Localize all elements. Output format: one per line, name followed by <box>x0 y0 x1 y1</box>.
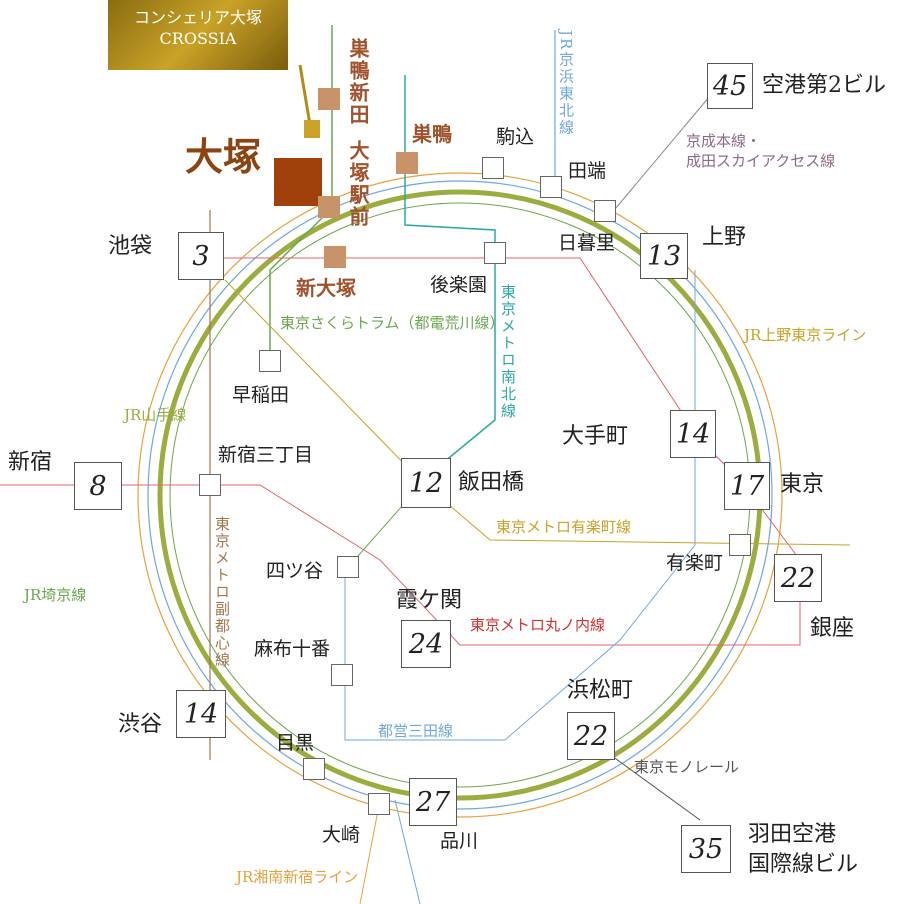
station-shinjuku3: 新宿三丁目 <box>218 444 314 466</box>
station-ginza: 銀座 <box>810 616 855 641</box>
station-kuko2: 空港第2ビル <box>762 73 886 98</box>
minutes-iidabashi: 12 <box>401 458 451 508</box>
station-ikebukuro: 池袋 <box>108 234 153 259</box>
minutes-shibuya: 14 <box>176 690 226 738</box>
keihin-ring <box>147 180 773 810</box>
station-nippori: 日暮里 <box>558 232 616 254</box>
line-yurakucho: 東京メトロ有楽町線 <box>496 518 632 536</box>
minutes-tokyo: 17 <box>724 462 770 510</box>
mita-line <box>344 270 696 741</box>
minutes-ueno: 13 <box>640 233 688 279</box>
sakura-tram-line <box>269 25 333 360</box>
otsuka-marker <box>274 158 322 206</box>
line-keisei: 京成本線・ <box>686 132 762 150</box>
station-shinjuku: 新宿 <box>8 450 53 475</box>
minutes-kuko2: 45 <box>707 63 753 109</box>
line-skyaccess: 成田スカイアクセス線 <box>686 152 836 170</box>
property-badge: コンシェリア大塚 CROSSIA <box>108 0 288 70</box>
osaki-marker <box>368 793 390 815</box>
meguro-marker <box>303 758 325 780</box>
station-sugamo: 巣鴨 <box>412 122 452 146</box>
korakuen-marker <box>484 242 506 264</box>
line-mita: 都営三田線 <box>378 722 454 740</box>
shinjuku3-marker <box>199 474 221 496</box>
waseda-marker <box>259 350 281 372</box>
station-shin-otsuka: 新大塚 <box>296 276 356 300</box>
minutes-haneda: 35 <box>681 825 731 873</box>
badge-name: コンシェリア大塚 <box>133 8 262 27</box>
sugamo-marker <box>396 152 418 174</box>
marunouchi-line <box>0 257 801 646</box>
minutes-kasumigaseki: 24 <box>401 620 451 668</box>
badge-subname: CROSSIA <box>159 28 237 48</box>
minutes-hamamatsucho: 22 <box>567 712 615 760</box>
minutes-shinagawa: 27 <box>409 778 457 826</box>
azabu-marker <box>331 664 353 686</box>
line-fukutoshin: 東京メトロ副都心線 <box>213 516 231 669</box>
sugamo-shinden-marker <box>318 88 340 110</box>
station-otsuka: 大塚 <box>185 134 262 179</box>
ueno-tokyo-ring <box>137 172 783 818</box>
station-iidabashi: 飯田橋 <box>458 470 525 495</box>
line-saikyo: JR埼京線 <box>24 586 87 604</box>
yurakucho-marker <box>729 534 751 556</box>
line-namboku: 東京メトロ南北線 <box>499 284 517 420</box>
line-monorail: 東京モノレール <box>634 758 740 776</box>
tabata-marker <box>540 176 562 198</box>
line-sakura-tram: 東京さくらトラム（都電荒川線） <box>280 314 505 332</box>
station-shibuya: 渋谷 <box>118 712 163 737</box>
property-marker <box>304 120 320 138</box>
keisei-line <box>609 89 716 216</box>
line-yamanote: JR山手線 <box>124 406 187 424</box>
minutes-otemachi: 14 <box>670 410 716 458</box>
station-tabata: 田端 <box>568 160 607 182</box>
station-waseda: 早稲田 <box>232 384 290 406</box>
station-otemachi: 大手町 <box>562 424 629 449</box>
station-tokyo: 東京 <box>780 472 825 497</box>
shonan-line <box>359 799 381 904</box>
station-yotsuya: 四ツ谷 <box>266 560 324 582</box>
station-hamamatsucho: 浜松町 <box>567 678 634 703</box>
minutes-shinjuku: 8 <box>74 462 122 510</box>
line-jr-ueno-tokyo: JR上野東京ライン <box>744 326 867 344</box>
station-osaki: 大崎 <box>322 824 361 846</box>
station-haneda-2: 国際線ビル <box>748 852 859 877</box>
station-korakuen: 後楽園 <box>430 274 488 296</box>
minutes-ikebukuro: 3 <box>178 232 224 280</box>
minutes-ginza: 22 <box>774 554 822 602</box>
station-haneda-1: 羽田空港 <box>748 822 837 847</box>
otsuka-ekimae-marker <box>318 196 340 218</box>
station-yurakucho: 有楽町 <box>666 552 724 574</box>
nippori-marker <box>594 200 616 222</box>
station-azabu: 麻布十番 <box>254 638 331 660</box>
line-shonan: JR湘南新宿ライン <box>236 868 359 886</box>
namboku-line <box>404 75 496 491</box>
line-marunouchi: 東京メトロ丸ノ内線 <box>470 616 606 634</box>
station-ueno: 上野 <box>702 225 747 250</box>
station-otsuka-ekimae: 大塚駅前 <box>346 140 370 228</box>
station-shinagawa: 品川 <box>440 830 479 852</box>
line-jr-keihin: JR京浜東北線 <box>557 30 575 137</box>
station-kasumigaseki: 霞ケ関 <box>396 588 463 613</box>
shin-otsuka-marker <box>324 246 346 268</box>
komagome-marker <box>482 157 504 179</box>
station-sugamo-shinden: 巣鴨新田 <box>346 38 370 126</box>
yurakucho-line <box>224 279 851 546</box>
station-komagome: 駒込 <box>496 126 535 148</box>
station-meguro: 目黒 <box>276 732 315 754</box>
yotsuya-marker <box>337 556 359 578</box>
